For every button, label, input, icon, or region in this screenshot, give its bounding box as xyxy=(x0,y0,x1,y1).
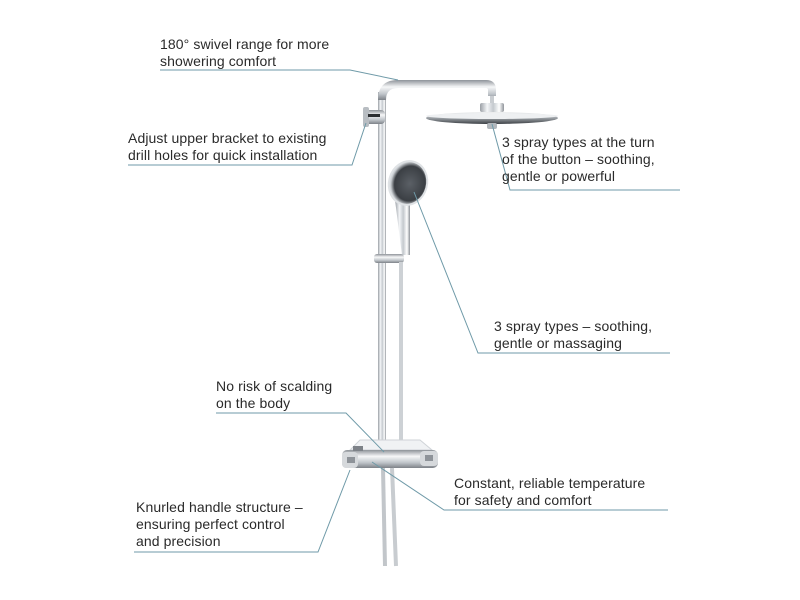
callout-line: Adjust upper bracket to existing xyxy=(128,130,327,146)
callout-line: Constant, reliable temperature xyxy=(454,475,646,491)
callout-line: on the body xyxy=(216,395,291,411)
upper-bracket xyxy=(363,107,385,127)
leader-line-head-shower xyxy=(491,123,680,191)
leader-line-knurled-handle xyxy=(134,469,351,553)
thermostat-mixer xyxy=(342,439,438,468)
callout-hand-shower-sprays: 3 spray types – soothing, gentle or mass… xyxy=(494,318,652,352)
leader-line-hand-shower xyxy=(413,191,670,354)
callout-line: Knurled handle structure – xyxy=(136,499,303,515)
callout-line: 180° swivel range for more xyxy=(160,36,330,52)
callout-constant-temp: Constant, reliable temperature for safet… xyxy=(454,475,645,509)
callout-line: of the button – soothing, xyxy=(502,151,655,167)
callout-line: ensuring perfect control xyxy=(136,516,285,532)
callout-line: drill holes for quick installation xyxy=(128,147,318,163)
callout-line: for safety and comfort xyxy=(454,492,592,508)
leader-line-swivel xyxy=(160,69,399,81)
callout-line: gentle or massaging xyxy=(494,335,622,351)
leader-line-bracket xyxy=(128,122,367,166)
leader-lines xyxy=(128,69,680,553)
callout-line: gentle or powerful xyxy=(502,168,616,184)
callout-line: 3 spray types – soothing, xyxy=(494,318,653,334)
callout-head-shower-sprays: 3 spray types at the turn of the button … xyxy=(502,134,655,185)
callout-anti-scald: No risk of scalding on the body xyxy=(216,378,332,412)
callout-line: 3 spray types at the turn xyxy=(502,134,655,150)
hand-shower xyxy=(374,160,429,462)
callout-line: and precision xyxy=(136,533,221,549)
callout-line: showering comfort xyxy=(160,53,277,69)
leader-line-constant-temp xyxy=(371,461,668,511)
callout-bracket: Adjust upper bracket to existing drill h… xyxy=(128,130,327,164)
leader-line-anti-scald xyxy=(216,412,385,453)
shower-hose xyxy=(381,467,398,567)
overhead-shower-head xyxy=(426,96,558,129)
callout-swivel: 180° swivel range for more showering com… xyxy=(160,36,329,70)
callout-line: No risk of scalding xyxy=(216,378,333,394)
callout-knurled-handle: Knurled handle structure – ensuring perf… xyxy=(136,499,303,550)
riser-pipe xyxy=(378,80,496,464)
